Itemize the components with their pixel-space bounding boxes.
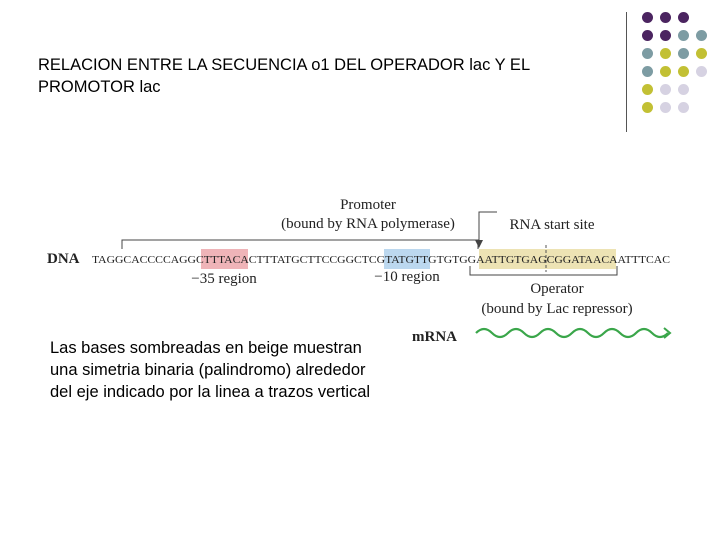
operator-label: Operator bbox=[530, 281, 583, 297]
dna-sequence: TAGGCACCCCAGGCTTTACACTTTATGCTTCCGGCTCGTA… bbox=[92, 255, 670, 266]
promoter-label: Promoter bbox=[340, 197, 396, 213]
explanation-note: Las bases sombreadas en beige muestran u… bbox=[50, 337, 380, 403]
operator-sub-label: (bound by Lac repressor) bbox=[481, 301, 632, 317]
mrna-label: mRNA bbox=[412, 329, 457, 345]
mrna-wave bbox=[476, 329, 668, 337]
minus35-label: −35 region bbox=[191, 271, 257, 287]
rna-start-arrow bbox=[479, 212, 497, 234]
dna-label: DNA bbox=[47, 251, 80, 267]
minus10-label: −10 region bbox=[374, 269, 440, 285]
rna-start-label: RNA start site bbox=[510, 217, 595, 233]
promoter-sub-label: (bound by RNA polymerase) bbox=[281, 216, 455, 232]
promoter-bracket bbox=[122, 240, 478, 249]
rna-start-arrowhead bbox=[475, 240, 483, 248]
